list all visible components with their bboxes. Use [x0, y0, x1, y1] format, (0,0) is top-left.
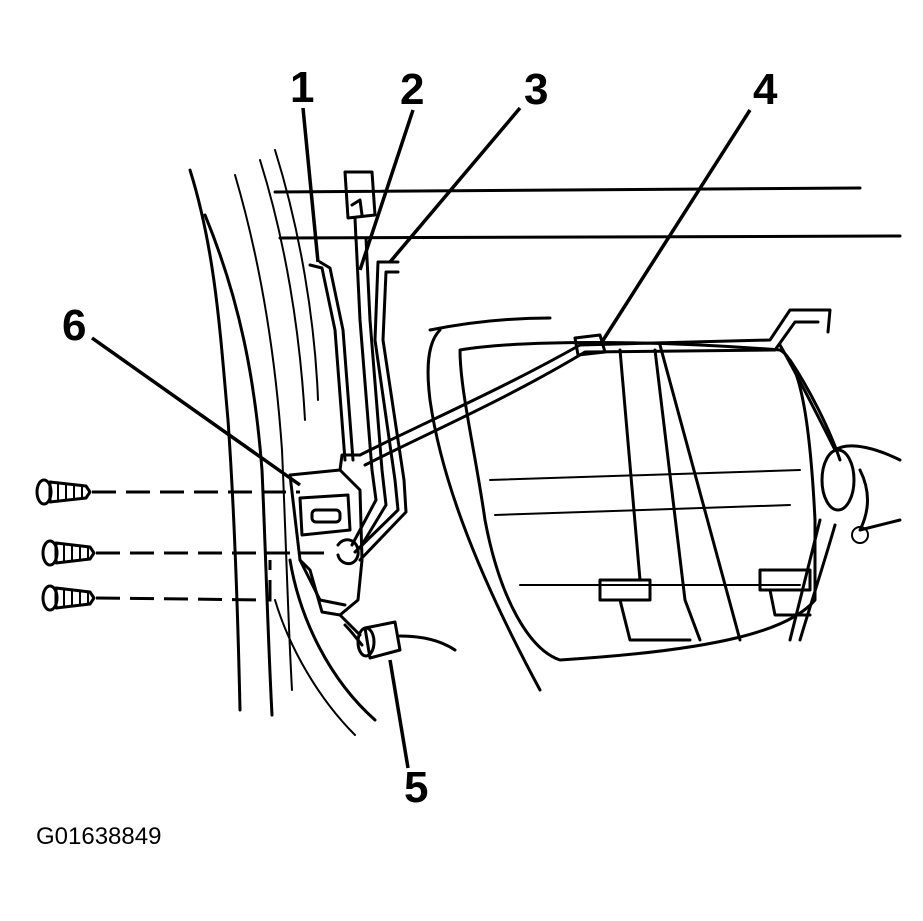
- leader-lines: [90, 106, 752, 769]
- door-latch-assembly: [288, 453, 364, 617]
- screw-top: [35, 478, 92, 506]
- callout-5: 5: [404, 763, 428, 812]
- door-panel-lines: [273, 186, 902, 240]
- door-frame: [188, 149, 377, 736]
- callout-6: 6: [62, 301, 86, 350]
- outside-handle-assembly: [788, 444, 902, 642]
- outside-handle-rod: [358, 308, 832, 467]
- screws: [35, 478, 330, 612]
- lock-actuator: [338, 613, 457, 660]
- door-opening: [426, 316, 842, 692]
- callout-1: 1: [290, 63, 314, 112]
- screw-bottom: [41, 584, 96, 612]
- callout-2: 2: [400, 65, 424, 114]
- screw-middle: [41, 539, 96, 567]
- inside-rods: [308, 170, 408, 562]
- callout-4: 4: [753, 65, 778, 114]
- figure-id: G01638849: [36, 823, 161, 850]
- callout-3: 3: [524, 65, 548, 114]
